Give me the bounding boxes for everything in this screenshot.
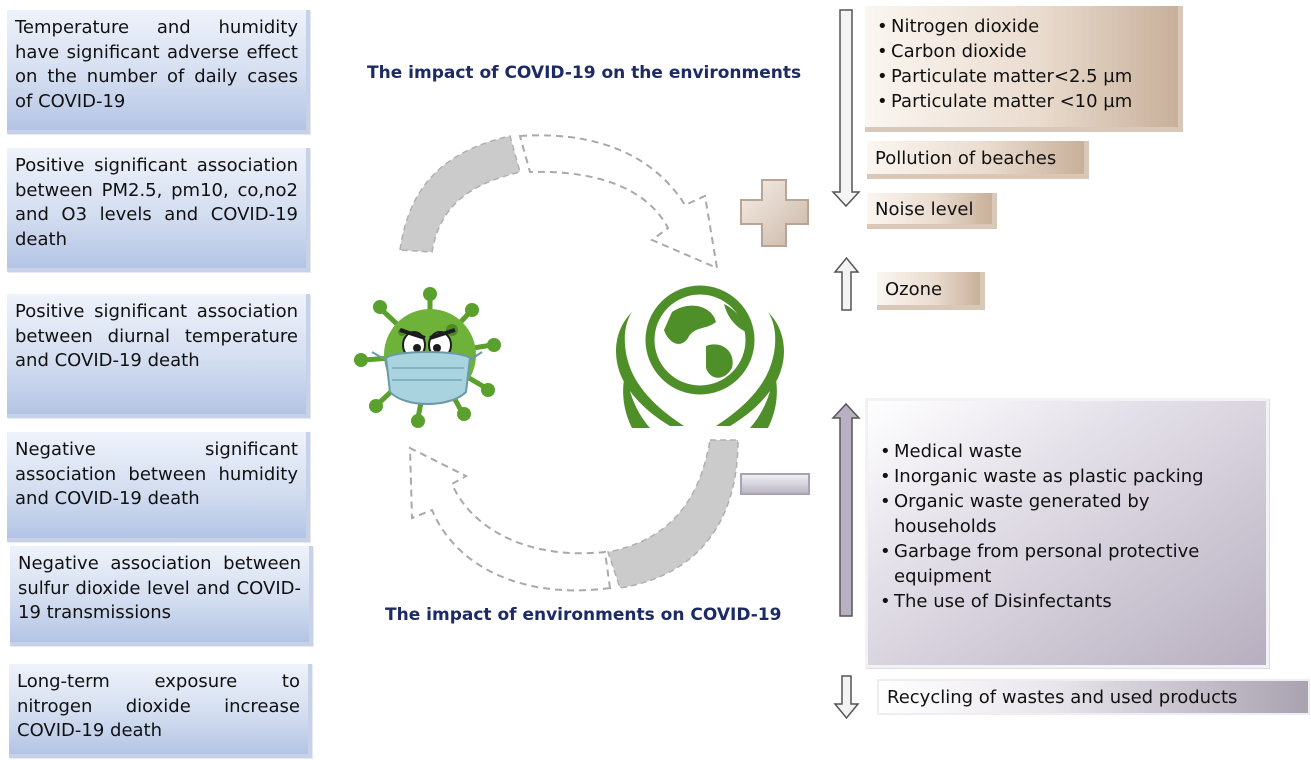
waste-box: Medical waste Inorganic waste as plastic… (865, 398, 1269, 668)
top-cycle-arrow (399, 134, 719, 270)
waste-item: Inorganic waste as plastic packing (878, 464, 1256, 489)
pollutant-item: Nitrogen dioxide (875, 14, 1168, 39)
heading-covid-on-environment: The impact of COVID-19 on the environmen… (367, 63, 802, 83)
minus-icon (740, 473, 810, 495)
ozone-up-arrow (833, 256, 860, 311)
waste-up-arrow (831, 402, 861, 617)
pollutants-box: Nitrogen dioxide Carbon dioxide Particul… (865, 6, 1183, 132)
heading-environment-on-covid: The impact of environments on COVID-19 (385, 605, 782, 625)
bottom-cycle-arrow (408, 439, 739, 592)
pollutant-item: Carbon dioxide (875, 39, 1168, 64)
noise-level-box: Noise level (867, 193, 997, 229)
finding-box-4: Negative significant association between… (7, 432, 310, 542)
waste-item: Organic waste generated by households (878, 489, 1256, 539)
finding-box-1: Temperature and humidity have significan… (7, 10, 310, 134)
virus-icon (354, 287, 501, 428)
recycling-box: Recycling of wastes and used products (877, 679, 1310, 715)
finding-box-2: Positive significant association between… (7, 148, 310, 272)
finding-box-3: Positive significant association between… (7, 294, 310, 418)
earth-in-hands-icon (616, 285, 784, 428)
finding-box-5: Negative association between sulfur diox… (10, 546, 313, 646)
waste-item: The use of Disinfectants (878, 589, 1256, 614)
finding-box-6: Long-term exposure to nitrogen dioxide i… (9, 664, 312, 758)
ozone-box: Ozone (877, 272, 985, 310)
waste-item: Garbage from personal protective equipme… (878, 539, 1256, 589)
beach-pollution-box: Pollution of beaches (867, 141, 1089, 179)
waste-item: Medical waste (878, 439, 1256, 464)
pollutant-item: Particulate matter <10 µm (875, 89, 1168, 114)
plus-icon (740, 179, 809, 247)
pollutant-item: Particulate matter<2.5 µm (875, 64, 1168, 89)
increase-long-down-arrow (831, 9, 861, 208)
recycling-down-arrow (833, 675, 860, 720)
